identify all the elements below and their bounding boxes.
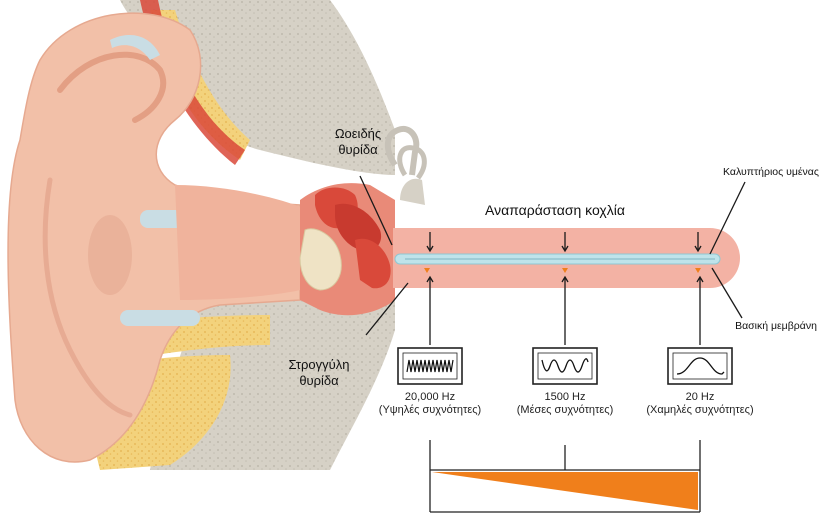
frequency-label-high: 20,000 Hz (Υψηλές συχνότητες) [355, 391, 505, 417]
round-window-label: Στρογγύλη θυρίδα [274, 357, 364, 389]
cochlea-title: Αναπαράσταση κοχλία [485, 202, 625, 218]
tectorial-membrane-label: Καλυπτήριος υμένας [712, 166, 830, 178]
frequency-high-desc: (Υψηλές συχνότητες) [355, 404, 505, 417]
frequency-low-hz: 20 Hz [625, 391, 775, 404]
round-window-label-line1: Στρογγύλη [274, 357, 364, 373]
frequency-label-medium: 1500 Hz (Μέσες συχνότητες) [490, 391, 640, 417]
oval-window-label-line2: θυρίδα [318, 142, 398, 158]
frequency-high-hz: 20,000 Hz [355, 391, 505, 404]
frequency-box-medium [533, 348, 597, 384]
oval-window-label: Ωοειδής θυρίδα [318, 126, 398, 158]
frequency-low-desc: (Χαμηλές συχνότητες) [625, 404, 775, 417]
frequency-medium-desc: (Μέσες συχνότητες) [490, 404, 640, 417]
frequency-gradient [430, 440, 700, 512]
frequency-box-high [398, 348, 462, 384]
oval-window-label-line1: Ωοειδής [318, 126, 398, 142]
basilar-membrane-label: Βασική μεμβράνη [722, 320, 830, 332]
round-window-label-line2: θυρίδα [274, 373, 364, 389]
frequency-label-low: 20 Hz (Χαμηλές συχνότητες) [625, 391, 775, 417]
frequency-box-low [668, 348, 732, 384]
frequency-medium-hz: 1500 Hz [490, 391, 640, 404]
